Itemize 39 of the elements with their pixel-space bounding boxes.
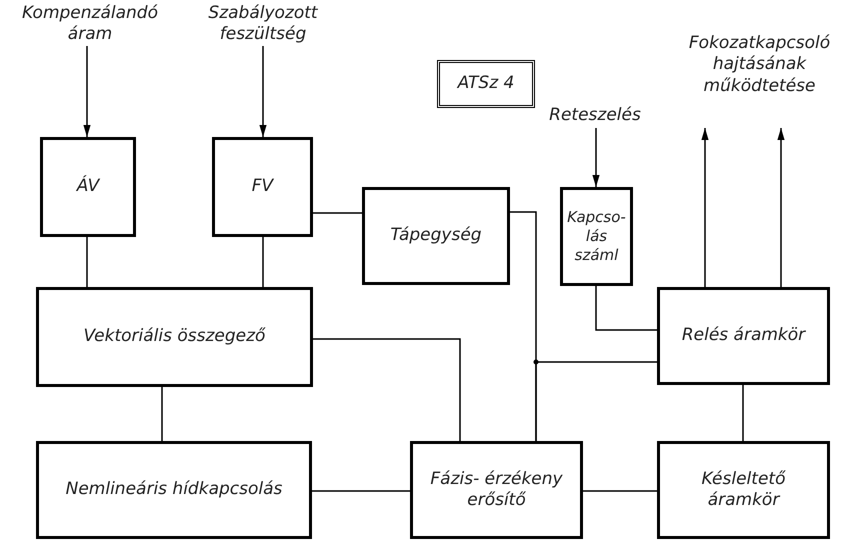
block-box — [410, 441, 583, 539]
block-label: ATSz 4 — [456, 73, 516, 95]
block-box — [560, 187, 633, 286]
block-label: Késleltető áramkör — [700, 468, 786, 512]
connector-line — [161, 387, 163, 441]
connector-line — [592, 128, 600, 187]
connector-line — [742, 385, 744, 441]
connector-line — [86, 237, 88, 287]
title-frame — [437, 60, 535, 108]
connector-line — [583, 490, 657, 492]
connector-line — [313, 338, 461, 441]
connector-line — [313, 212, 362, 214]
block-box — [212, 137, 313, 237]
connector-line — [701, 128, 709, 287]
block-label: ÁV — [75, 176, 102, 198]
block-box — [40, 137, 136, 237]
connector-line — [777, 128, 785, 287]
block-label: FV — [250, 176, 275, 198]
block-label: Nemlineáris hídkapcsolás — [64, 479, 284, 501]
connector-line — [595, 286, 657, 331]
connector-line — [83, 46, 91, 137]
block-box — [657, 287, 830, 385]
block-label: Szabályozott feszültség — [207, 2, 319, 46]
block-label: Fázis- érzékeny erősítő — [429, 468, 564, 512]
block-label: Relés áramkör — [680, 325, 807, 347]
connector-line — [535, 361, 657, 441]
block-box — [362, 187, 510, 285]
connector-line — [262, 237, 264, 287]
block-label: Fokozatkapcsoló hajtásának működtetése — [688, 33, 832, 97]
block-box — [36, 441, 312, 539]
connector-line — [259, 46, 267, 137]
block-label: Kompenzálandó áram — [21, 2, 159, 46]
block-label: Kapcso- lás száml — [566, 208, 627, 265]
connector-line — [312, 490, 410, 492]
block-label: Vektoriális összegező — [82, 326, 266, 348]
block-box — [36, 287, 313, 387]
block-label: Reteszelés — [548, 105, 642, 127]
block-label: Tápegység — [389, 225, 483, 247]
block-box — [657, 441, 830, 539]
